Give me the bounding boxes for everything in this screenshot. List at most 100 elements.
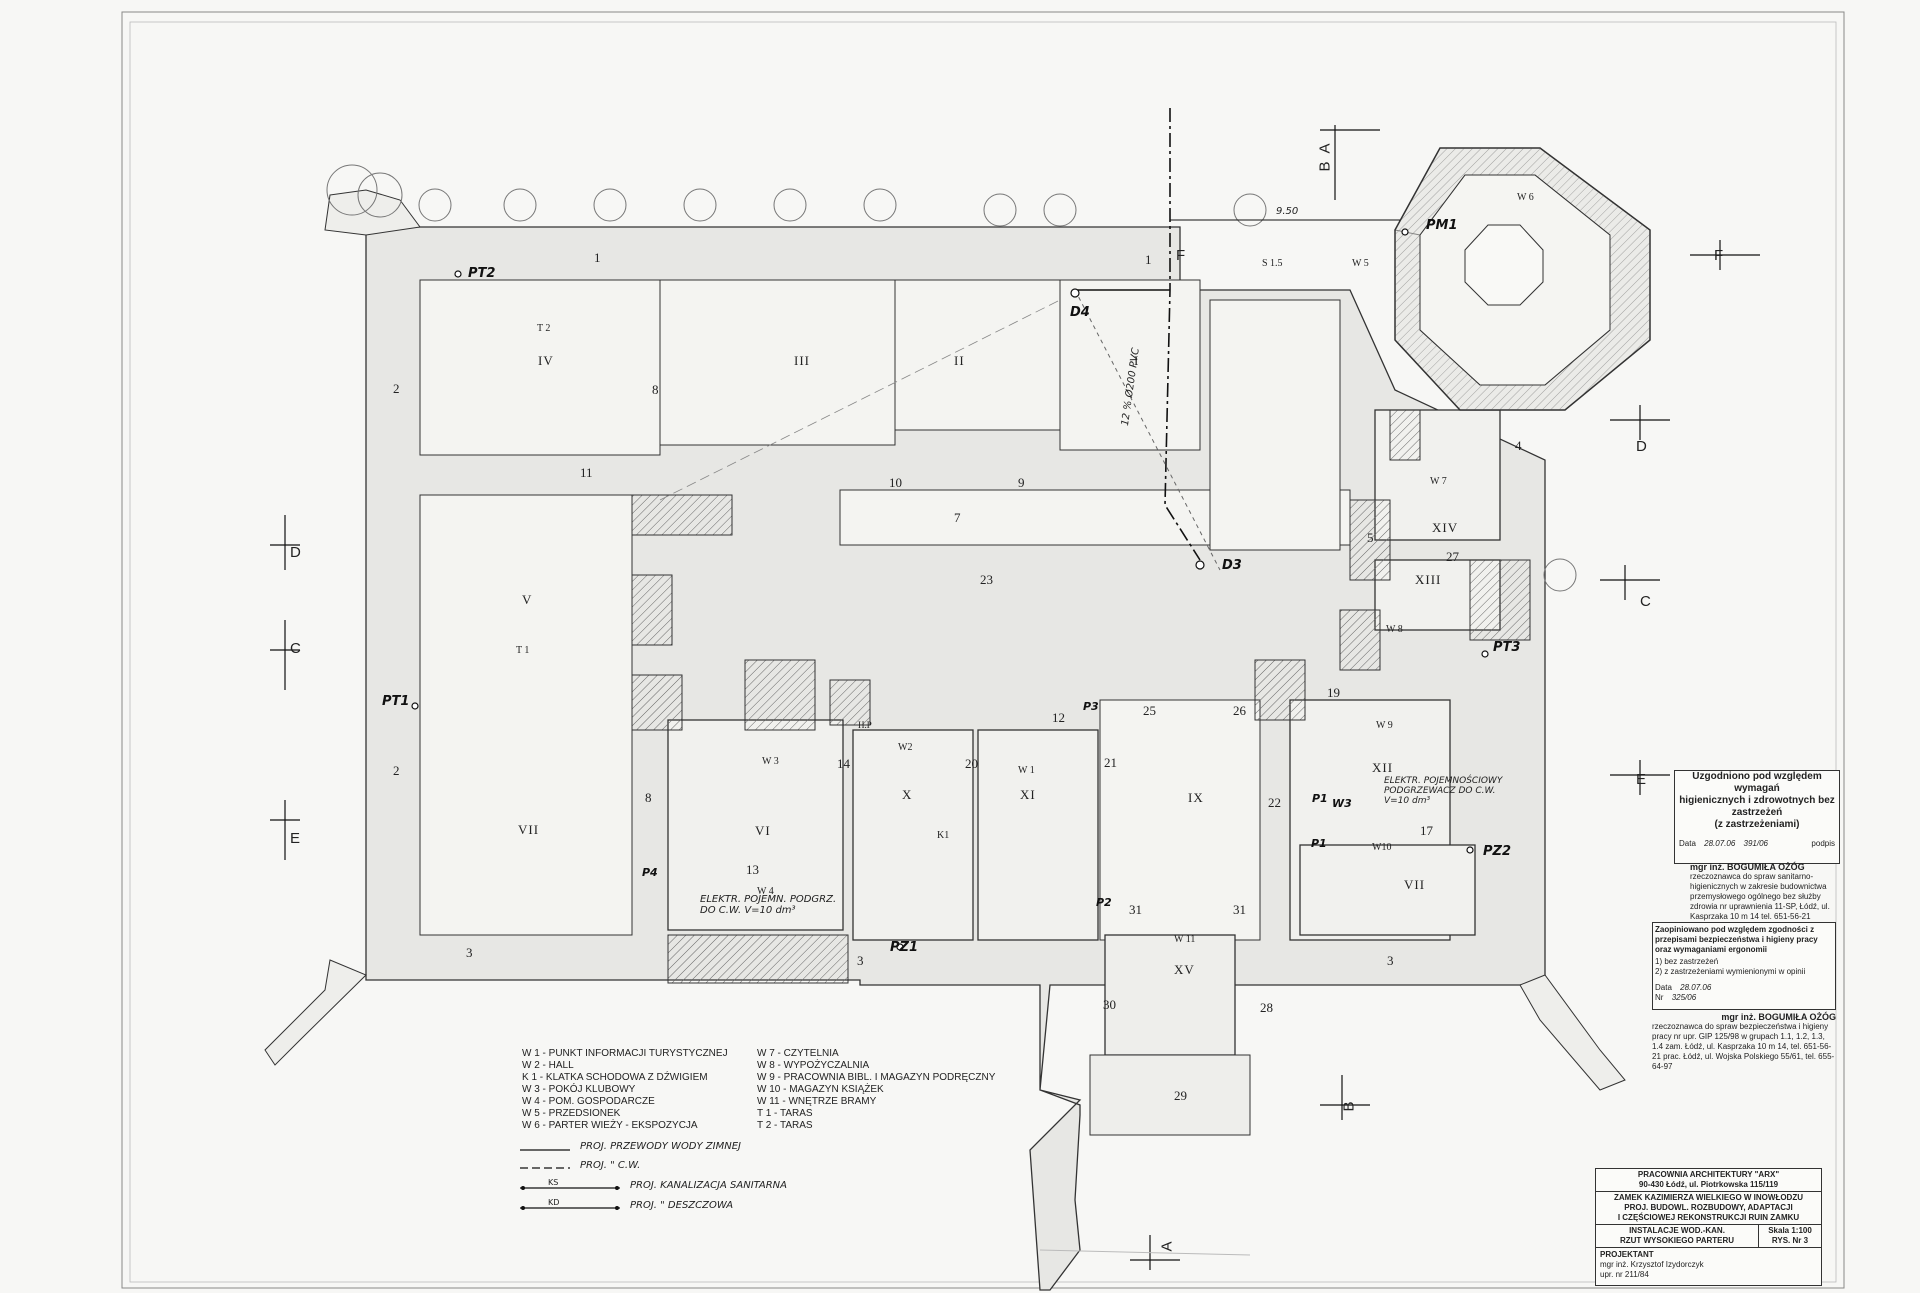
room-legend-left: W 1 - PUNKT INFORMACJI TURYSTYCZNEJ W 2 … (522, 1048, 728, 1131)
room-14: 14 (837, 756, 850, 771)
heater-note-right: ELEKTR. POJEMNOŚCIOWY PODGRZEWACZ DO C.W… (1384, 776, 1503, 806)
section-letter-b: B (1340, 1101, 1358, 1112)
room-2: 2 (393, 763, 400, 778)
room-code-s: S 1.5 (1262, 258, 1283, 269)
hydrant-tag-pz2: PZ2 (1483, 844, 1511, 859)
room-22: 22 (1268, 795, 1281, 810)
drain-tag-d3: D3 (1222, 558, 1242, 573)
room-code-w5: W 5 (1352, 258, 1369, 269)
space-VI: VI (755, 823, 771, 838)
room-26: 26 (1233, 703, 1246, 718)
fixture-tag-w3: W3 (1332, 797, 1352, 810)
title-block: PRACOWNIA ARCHITEKTURY "ARX" 90-430 Łódź… (1595, 1168, 1822, 1286)
space-IX: IX (1188, 790, 1204, 805)
section-letter-a: A (1158, 1241, 1176, 1252)
section-letter-c: C (1640, 593, 1651, 610)
section-letter-f: F (1714, 247, 1724, 264)
room-code-w11: W 11 (1174, 934, 1196, 945)
space-XV: XV (1174, 962, 1195, 977)
section-letter-d: D (1636, 438, 1647, 455)
room-3: 3 (466, 945, 473, 960)
room-8: 8 (652, 382, 659, 397)
room-12: 12 (1052, 710, 1065, 725)
sanitary-expert-info: mgr inż. BOGUMIŁA OŻÓG rzeczoznawca do s… (1690, 862, 1830, 921)
room-code-hp: H.P (858, 720, 872, 730)
room-code-w10: W10 (1372, 842, 1392, 853)
room-3: 3 (1387, 953, 1394, 968)
section-letter-c: C (290, 640, 301, 657)
room-code-w4: W 4 (757, 886, 774, 897)
space-VII: VII (1404, 877, 1426, 892)
fixture-tag-p1: P1 (1311, 837, 1327, 850)
room-19: 19 (1327, 685, 1340, 700)
space-XIII: XIII (1415, 572, 1442, 587)
room-25: 25 (1143, 703, 1156, 718)
space-XII: XII (1372, 760, 1394, 775)
room-31: 31 (1129, 902, 1142, 917)
room-8: 8 (645, 790, 652, 805)
fixture-tag-p4: P4 (642, 866, 658, 879)
room-10: 10 (889, 475, 902, 490)
section-letter-e: E (1636, 771, 1647, 788)
room-13: 13 (746, 862, 759, 877)
room-21: 21 (1104, 755, 1117, 770)
space-X: X (902, 787, 913, 802)
space-XIV: XIV (1432, 520, 1459, 535)
space-II: II (954, 353, 965, 368)
space-XI: XI (1020, 787, 1036, 802)
room-code-w1: W 1 (1018, 765, 1035, 776)
meter-tag-pm1: PM1 (1426, 218, 1458, 233)
space-V: V (522, 592, 533, 607)
section-letter-a: A (1316, 143, 1334, 154)
fixture-tag-p1: P1 (1312, 792, 1328, 805)
room-1: 1 (1145, 252, 1152, 267)
room-27: 27 (1446, 549, 1459, 564)
room-9: 9 (1018, 475, 1025, 490)
room-4: 4 (1515, 438, 1522, 453)
hydrant-tag-pz1: PZ1 (890, 940, 918, 955)
hydrant-tag-pt1: PT1 (382, 694, 410, 709)
room-31: 31 (1233, 902, 1246, 917)
dimension-label: 9.50 (1276, 206, 1299, 217)
room-code-w8: W 8 (1386, 624, 1403, 635)
designer-info: PROJEKTANT mgr inż. Krzysztof Izydorczyk… (1600, 1250, 1704, 1279)
room-code-k1: K1 (937, 830, 950, 841)
sheet-scale: Skala 1:100 RYS. Nr 3 (1768, 1226, 1812, 1245)
room-20: 20 (965, 756, 978, 771)
space-III: III (794, 353, 810, 368)
room-1: 1 (594, 250, 601, 265)
room-code-t2: T 2 (537, 323, 551, 334)
line-code-ks: KS (548, 1178, 559, 1187)
room-2: 2 (393, 381, 400, 396)
room-17: 17 (1420, 823, 1433, 838)
section-letter-d: D (290, 544, 301, 561)
section-letter-b: B (1316, 161, 1334, 172)
heater-note-left: ELEKTR. POJEMN. PODGRZ. DO C.W. V=10 dm³ (700, 894, 837, 916)
project-name: ZAMEK KAZIMIERZA WIELKIEGO W INOWŁODZU P… (1596, 1192, 1821, 1225)
room-code-w6: W 6 (1517, 192, 1534, 203)
room-7: 7 (954, 510, 961, 525)
room-code-w9: W 9 (1376, 720, 1393, 731)
section-letter-f: F (1176, 247, 1186, 264)
space-I: I (1134, 353, 1140, 368)
line-legend-rain: PROJ. " DESZCZOWA (630, 1200, 734, 1211)
sheet-title-row: INSTALACJE WOD.-KAN. RZUT WYSOKIEGO PART… (1596, 1225, 1821, 1248)
room-code-w7: W 7 (1430, 476, 1447, 487)
safety-approval-stamp: Zaopiniowano pod względem zgodności z pr… (1652, 922, 1836, 1010)
room-29: 29 (1174, 1088, 1187, 1103)
drain-tag-d4: D4 (1070, 305, 1090, 320)
space-IV: IV (538, 353, 554, 368)
sheet-title: INSTALACJE WOD.-KAN. RZUT WYSOKIEGO PART… (1596, 1225, 1759, 1247)
stamp-date-row: Data 28.07.06 391/06 podpis (1679, 839, 1835, 848)
room-11: 11 (580, 465, 593, 480)
line-code-kd: KD (548, 1198, 560, 1207)
hydrant-tag-pt3: PT3 (1493, 640, 1521, 655)
room-legend-right: W 7 - CZYTELNIA W 8 - WYPOŻYCZALNIA W 9 … (757, 1048, 996, 1131)
room-3: 3 (857, 953, 864, 968)
room-code-t1: T 1 (516, 645, 530, 656)
room-30: 30 (1103, 997, 1116, 1012)
line-legend-hot-water: PROJ. " C.W. (580, 1160, 641, 1171)
fixture-tag-p3: P3 (1083, 700, 1099, 713)
